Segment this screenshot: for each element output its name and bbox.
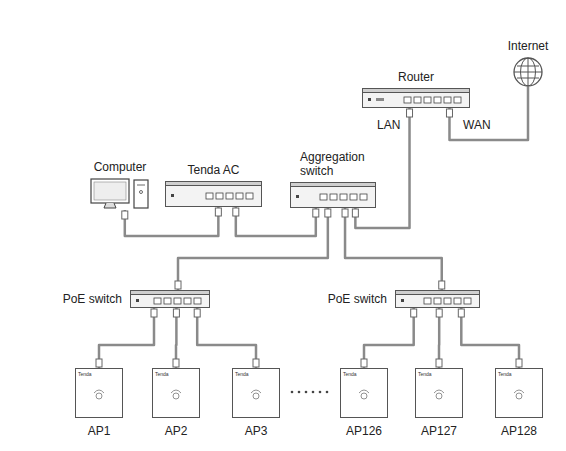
network-cable	[355, 108, 409, 228]
network-cable	[364, 308, 414, 368]
device-label: AP126	[346, 424, 382, 438]
device-drawing	[165, 181, 262, 207]
rj45-plug	[516, 359, 522, 367]
rj45-plug	[194, 309, 200, 317]
access-point: TendaAP2	[152, 368, 200, 418]
computer-device: Computer	[90, 178, 150, 210]
rj45-plug	[439, 281, 445, 289]
device-label: AP128	[501, 424, 537, 438]
rj45-plug	[151, 309, 157, 317]
rj45-plug	[215, 208, 221, 216]
rj45-plug	[446, 109, 452, 117]
device-drawing	[395, 290, 480, 308]
rj45-plug	[352, 209, 358, 217]
device-label: AP127	[421, 424, 457, 438]
port-label: WAN	[462, 118, 492, 132]
network-device: Aggregation switch	[290, 182, 376, 208]
rj45-plug	[233, 208, 239, 216]
rj45-plug	[342, 209, 348, 217]
device-label: AP1	[88, 424, 111, 438]
access-point: TendaAP3	[232, 368, 280, 418]
rj45-plug	[96, 359, 102, 367]
rj45-plug	[173, 359, 179, 367]
network-cable	[99, 308, 154, 368]
rj45-plug	[325, 209, 331, 217]
internet-globe: Internet	[513, 57, 543, 87]
rj45-plug	[407, 109, 413, 117]
rj45-plug	[313, 209, 319, 217]
device-label: Computer	[94, 160, 147, 174]
device-drawing	[513, 57, 543, 87]
access-point: TendaAP128	[495, 368, 543, 418]
device-label: AP2	[165, 424, 188, 438]
access-point: TendaAP126	[340, 368, 388, 418]
access-point: TendaAP127	[415, 368, 463, 418]
rj45-plug	[436, 359, 442, 367]
device-label: PoE switch	[63, 292, 122, 306]
brand-logo: Tenda	[155, 371, 169, 377]
brand-logo: Tenda	[498, 371, 512, 377]
device-drawing	[290, 182, 376, 208]
network-cable	[125, 207, 219, 236]
rj45-plug	[411, 309, 417, 317]
network-cable	[197, 308, 256, 368]
network-cable	[461, 308, 519, 368]
device-drawing	[90, 178, 150, 210]
rj45-plug	[173, 309, 179, 317]
access-point: TendaAP1	[75, 368, 123, 418]
rj45-plug	[361, 359, 367, 367]
brand-logo: Tenda	[78, 371, 92, 377]
device-label: PoE switch	[328, 292, 387, 306]
rj45-plug	[122, 211, 128, 219]
port-label: LAN	[376, 118, 401, 132]
device-label: Tenda AC	[187, 163, 239, 177]
device-label: Router	[398, 70, 434, 84]
network-device: PoE switch	[395, 290, 480, 308]
device-drawing	[362, 88, 470, 108]
network-cable	[178, 208, 328, 290]
device-label: AP3	[245, 424, 268, 438]
network-cable	[236, 207, 316, 236]
rj45-plug	[253, 359, 259, 367]
network-device: Router	[362, 88, 470, 108]
rj45-plug	[436, 309, 442, 317]
device-label: Aggregation switch	[300, 150, 380, 178]
rj45-plug	[175, 281, 181, 289]
device-label: Internet	[508, 39, 549, 53]
network-device: PoE switch	[130, 290, 210, 308]
device-drawing	[130, 290, 210, 308]
brand-logo: Tenda	[235, 371, 249, 377]
network-cable	[345, 208, 442, 290]
rj45-plug	[458, 309, 464, 317]
ellipsis-dots	[291, 391, 329, 394]
brand-logo: Tenda	[343, 371, 357, 377]
brand-logo: Tenda	[418, 371, 432, 377]
network-device: Tenda AC	[165, 181, 262, 207]
